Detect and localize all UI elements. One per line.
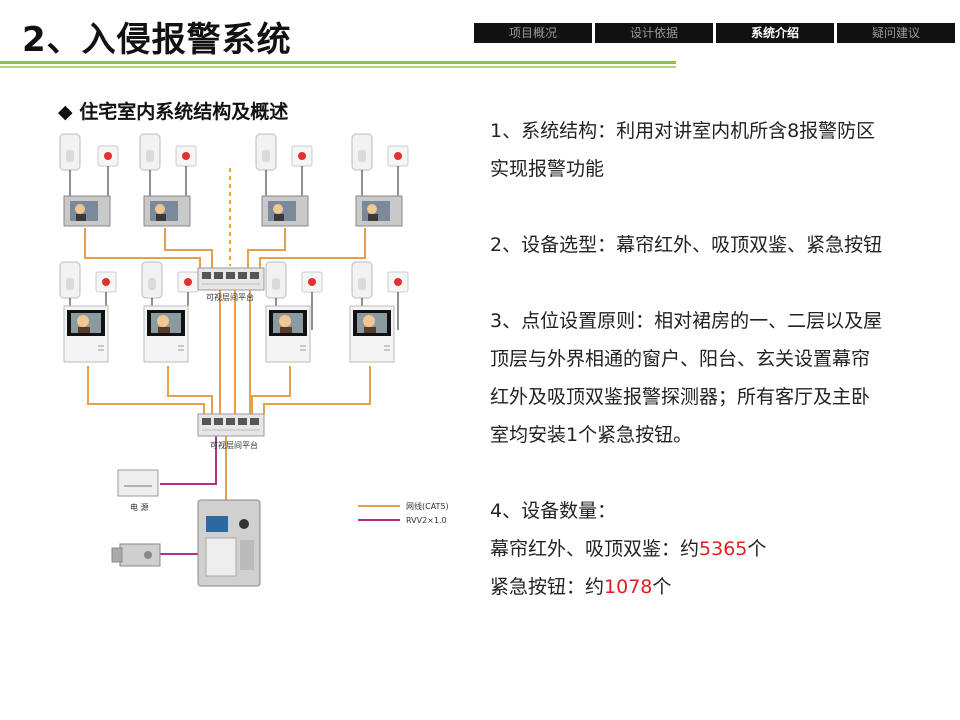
- tab-project-overview[interactable]: 项目概况: [474, 23, 592, 43]
- upper-switch: 可视层间平台: [197, 267, 265, 302]
- item1-line1: 1、系统结构：利用对讲室内机所含8报警防区: [490, 120, 876, 142]
- upper-switch-label: 可视层间平台: [206, 292, 254, 302]
- item4-button-count: 紧急按钮：约1078个: [490, 576, 672, 598]
- power-supply: 电 源: [117, 469, 159, 512]
- system-description: 1、系统结构：利用对讲室内机所含8报警防区 实现报警功能 2、设备选型：幕帘红外…: [490, 112, 940, 606]
- power-label: 电 源: [130, 502, 149, 512]
- cat5-wiring: [84, 168, 371, 506]
- item4-detector-count: 幕帘红外、吸顶双鉴：约5365个: [490, 538, 767, 560]
- header-divider: [0, 61, 676, 64]
- item3-line4: 室均安装1个紧急按钮。: [490, 424, 693, 446]
- page-title: 2、入侵报警系统: [22, 20, 292, 60]
- lower-switch: 可视层间平台: [197, 413, 265, 450]
- upper-row-units: [59, 133, 409, 227]
- diamond-bullet-icon: ◆: [58, 101, 73, 123]
- tab-questions[interactable]: 疑问建议: [837, 23, 955, 43]
- wiring-legend: 网线(CAT5) RVV2×1.0: [358, 501, 449, 525]
- detector-count-value: 5365: [699, 538, 748, 560]
- door-station: [197, 499, 261, 587]
- lower-switch-label: 可视层间平台: [210, 440, 258, 450]
- legend-cat5-label: 网线(CAT5): [406, 501, 449, 511]
- top-nav: 项目概况 设计依据 系统介绍 疑问建议: [474, 23, 955, 43]
- electric-lock: [111, 543, 161, 567]
- item4-title: 4、设备数量：: [490, 500, 617, 522]
- system-structure-diagram: 可视层间平台 可视层间平台 电 源 网线(CAT5) RVV2×1.0: [59, 133, 449, 587]
- item1-line2: 实现报警功能: [490, 158, 605, 180]
- section-heading: ◆ 住宅室内系统结构及概述: [58, 97, 288, 124]
- item3-line2: 顶层与外界相通的窗户、阳台、玄关设置幕帘: [490, 348, 871, 370]
- tab-system-intro[interactable]: 系统介绍: [716, 23, 834, 43]
- item3-line3: 红外及吸顶双鉴报警探测器；所有客厅及主卧: [490, 386, 871, 408]
- item3-line1: 3、点位设置原则：相对裙房的一、二层以及屋: [490, 310, 883, 332]
- header-divider-thin: [0, 66, 676, 68]
- section-title: 住宅室内系统结构及概述: [79, 101, 289, 123]
- button-count-value: 1078: [604, 576, 653, 598]
- legend-rvv-label: RVV2×1.0: [406, 516, 447, 525]
- tab-design-basis[interactable]: 设计依据: [595, 23, 713, 43]
- item2: 2、设备选型：幕帘红外、吸顶双鉴、紧急按钮: [490, 234, 883, 256]
